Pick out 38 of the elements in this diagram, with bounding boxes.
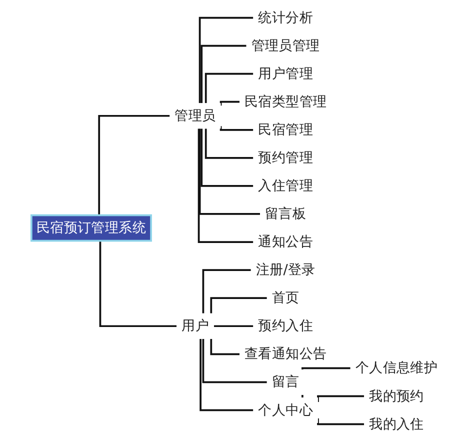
node-text: 注册/登录 [256, 262, 316, 278]
connector [98, 114, 170, 216]
node-text: 管理员管理 [251, 38, 320, 54]
node-text: 查看通知公告 [244, 346, 327, 362]
connector [202, 338, 267, 384]
connector [202, 269, 251, 314]
node-text: 民宿类型管理 [244, 94, 327, 110]
connector [317, 418, 364, 426]
node-text: 我的入住 [369, 416, 424, 432]
node-text: 民宿管理 [258, 122, 314, 138]
node-text: 统计分析 [258, 10, 314, 26]
connector [198, 128, 260, 215]
connector [210, 297, 267, 314]
node-text: 个人中心 [258, 402, 314, 418]
connector [220, 100, 240, 106]
node-text: 预约入住 [258, 318, 314, 334]
node-text: 我的预约 [369, 388, 424, 404]
node-text: 留言板 [265, 206, 306, 222]
connector [220, 126, 254, 131]
connector [213, 325, 254, 328]
connector [210, 338, 240, 356]
node-text: 用户管理 [258, 66, 314, 82]
connector [200, 338, 254, 412]
node-text: 预约管理 [258, 150, 314, 166]
connector [99, 240, 177, 328]
connector [198, 16, 254, 104]
node-text: 首页 [272, 290, 300, 306]
node-text: 入住管理 [258, 178, 314, 194]
connector [204, 128, 254, 159]
node-box: 民宿预订管理系统 [30, 214, 152, 242]
connector [200, 44, 246, 104]
connector [204, 72, 254, 104]
connector [317, 395, 364, 402]
node-text: 个人信息维护 [355, 360, 438, 376]
connector [198, 128, 254, 243]
connector [200, 128, 254, 187]
node-text: 通知公告 [258, 234, 314, 250]
node-text: 用户 [182, 318, 209, 334]
